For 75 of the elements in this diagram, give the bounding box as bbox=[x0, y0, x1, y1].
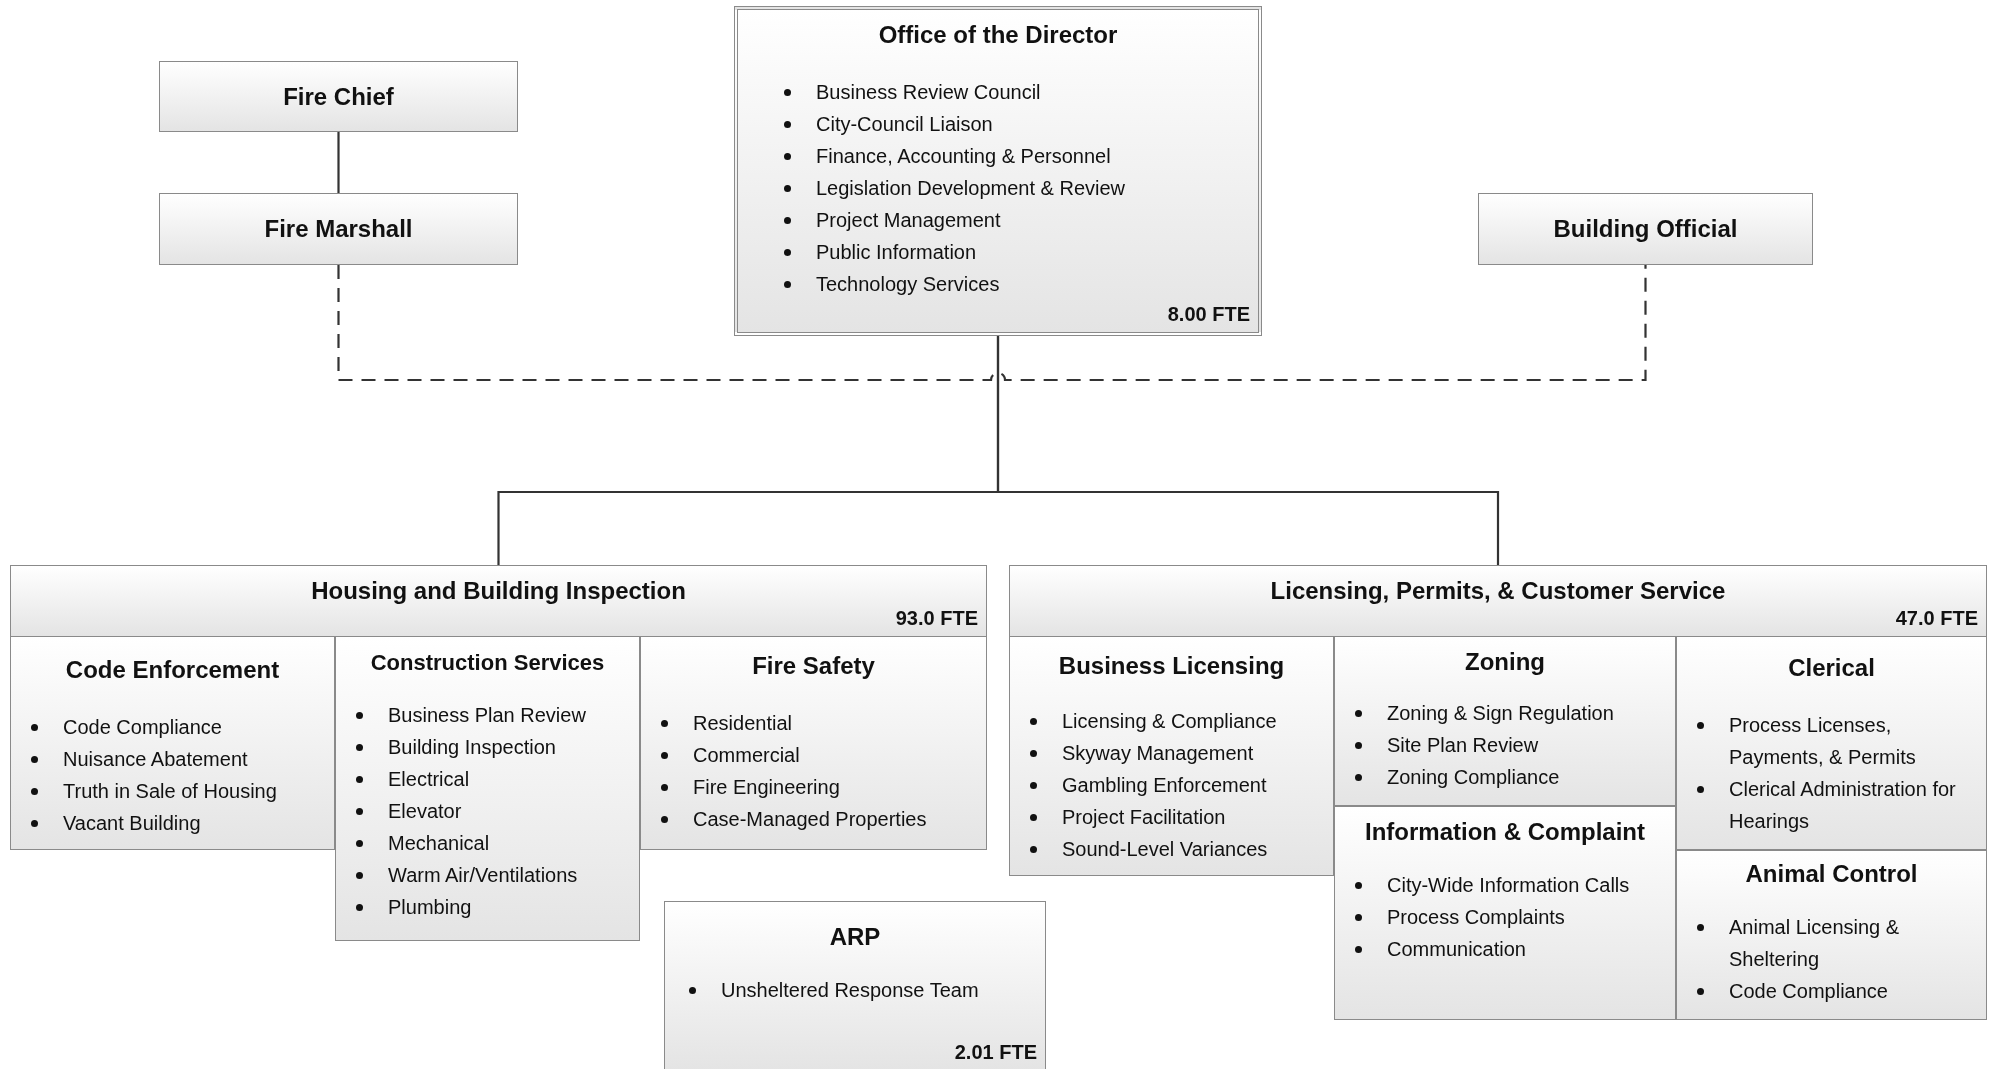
list-item: Process Licenses, Payments, & Permits bbox=[1685, 709, 1982, 773]
list-item: Residential bbox=[649, 707, 982, 739]
box-title: ARP bbox=[829, 922, 881, 952]
list-item: Project Management bbox=[772, 204, 1250, 236]
fte-label: 47.0 FTE bbox=[1895, 607, 1978, 630]
list-item: Zoning Compliance bbox=[1343, 761, 1671, 793]
list-item: Business Review Council bbox=[772, 76, 1250, 108]
org-box bbox=[1676, 850, 1987, 1020]
box-title: Licensing, Permits, & Customer Service bbox=[1270, 576, 1726, 606]
list-item: Public Information bbox=[772, 236, 1250, 268]
box-title: Housing and Building Inspection bbox=[311, 576, 686, 606]
org-box bbox=[1009, 565, 1987, 637]
list-item: Skyway Management bbox=[1018, 737, 1329, 769]
list-item: Vacant Building bbox=[19, 807, 330, 839]
list-item: Truth in Sale of Housing bbox=[19, 775, 330, 807]
org-box bbox=[1478, 193, 1813, 265]
box-title: Animal Control bbox=[1745, 859, 1918, 889]
connector-line bbox=[337, 132, 340, 193]
list-item: Elevator bbox=[344, 794, 635, 827]
list-item: Warm Air/Ventilations bbox=[344, 858, 635, 891]
org-box bbox=[159, 61, 518, 132]
list-item: Commercial bbox=[649, 739, 982, 771]
org-box bbox=[734, 6, 1262, 336]
org-box bbox=[335, 636, 640, 941]
box-title: Fire Chief bbox=[283, 81, 394, 112]
list-item: Fire Engineering bbox=[649, 771, 982, 803]
box-title: Fire Marshall bbox=[264, 214, 413, 244]
list-item: Project Facilitation bbox=[1018, 801, 1329, 833]
org-box bbox=[159, 193, 518, 265]
list-item: Site Plan Review bbox=[1343, 729, 1671, 761]
org-box bbox=[10, 565, 987, 637]
box-title: Zoning bbox=[1465, 647, 1545, 677]
list-item: City-Council Liaison bbox=[772, 108, 1250, 140]
list-item: Clerical Administration for Hearings bbox=[1685, 773, 1982, 837]
fte-label: 2.01 FTE bbox=[954, 1041, 1037, 1064]
dashed-connector bbox=[337, 265, 1647, 382]
connector-line bbox=[996, 336, 1500, 565]
org-box bbox=[1334, 636, 1676, 806]
box-title: Office of the Director bbox=[878, 20, 1118, 50]
list-item: Gambling Enforcement bbox=[1018, 769, 1329, 801]
list-item: Code Compliance bbox=[19, 711, 330, 743]
list-item: Process Complaints bbox=[1343, 901, 1671, 933]
list-item: City-Wide Information Calls bbox=[1343, 869, 1671, 901]
list-item: Mechanical bbox=[344, 826, 635, 859]
box-title: Code Enforcement bbox=[65, 655, 280, 685]
list-item: Business Plan Review bbox=[344, 698, 635, 731]
org-box bbox=[10, 636, 335, 850]
list-item: Building Inspection bbox=[344, 730, 635, 763]
list-item: Licensing & Compliance bbox=[1018, 705, 1329, 737]
list-item: Plumbing bbox=[344, 890, 635, 923]
fte-label: 93.0 FTE bbox=[895, 607, 978, 630]
box-title: Construction Services bbox=[370, 649, 605, 677]
list-item: Code Compliance bbox=[1685, 975, 1982, 1007]
org-box bbox=[664, 901, 1046, 1069]
list-item: Communication bbox=[1343, 933, 1671, 965]
list-item: Case-Managed Properties bbox=[649, 803, 982, 835]
list-item: Finance, Accounting & Personnel bbox=[772, 140, 1250, 172]
list-item: Zoning & Sign Regulation bbox=[1343, 697, 1671, 729]
list-item: Unsheltered Response Team bbox=[677, 974, 1041, 1006]
list-item: Nuisance Abatement bbox=[19, 743, 330, 775]
box-title: Clerical bbox=[1788, 653, 1875, 683]
box-title: Business Licensing bbox=[1058, 651, 1285, 681]
org-box bbox=[640, 636, 987, 850]
list-item: Animal Licensing & Sheltering bbox=[1685, 911, 1982, 975]
fte-label: 8.00 FTE bbox=[1167, 303, 1250, 326]
org-box bbox=[1334, 806, 1676, 1020]
list-item: Sound-Level Variances bbox=[1018, 833, 1329, 865]
org-box bbox=[1676, 636, 1987, 850]
list-item: Legislation Development & Review bbox=[772, 172, 1250, 204]
box-title: Fire Safety bbox=[752, 651, 875, 681]
org-box bbox=[1009, 636, 1334, 876]
list-item: Technology Services bbox=[772, 268, 1250, 300]
box-title: Information & Complaint bbox=[1365, 817, 1645, 847]
box-title: Building Official bbox=[1553, 214, 1738, 244]
list-item: Electrical bbox=[344, 762, 635, 795]
